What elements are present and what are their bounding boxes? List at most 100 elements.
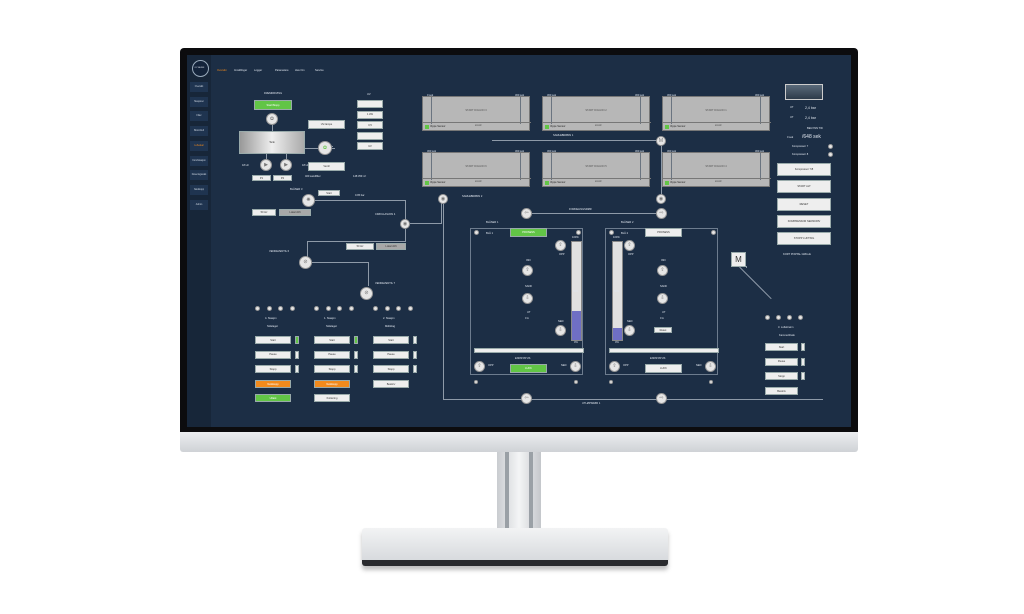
blower-status-button[interactable]: PROSESS <box>645 228 682 237</box>
pump-icon[interactable]: ▶ <box>280 159 292 171</box>
control-button-3[interactable]: KOMPRESSOR NEDSKRIV <box>777 214 831 228</box>
blower-icon[interactable]: ✺ <box>302 194 315 207</box>
station-extra-button[interactable]: Nødstopp <box>314 380 350 388</box>
down-button[interactable]: ⇩ <box>522 293 533 304</box>
station-pause-button[interactable]: Pause <box>255 350 291 359</box>
manual-mode-button[interactable]: M <box>731 252 746 267</box>
control-button-2[interactable]: RESET <box>777 197 831 211</box>
lower-button[interactable]: ⇩ <box>555 325 566 336</box>
blaser-mode[interactable]: Lokal drift <box>279 209 311 216</box>
corner-dot <box>709 380 713 384</box>
opp-label: OPP <box>623 364 629 367</box>
down-button[interactable]: ⇩ <box>657 293 668 304</box>
sidebar-item-7[interactable]: Nødstopp <box>190 184 208 195</box>
fan-icon[interactable]: ✿ <box>266 113 278 125</box>
station-extra-button[interactable]: Utløst <box>255 394 291 402</box>
sidebar-item-5[interactable]: Kombinasjon <box>190 155 208 166</box>
diagon-right-time: 300 sek <box>755 149 765 153</box>
uv-lamp-button[interactable]: UV-lampe <box>308 120 345 129</box>
valve-button[interactable]: Ventil <box>308 162 345 171</box>
station-indicator <box>798 315 803 320</box>
diagon-left-time: 300 sek <box>667 149 677 153</box>
blower-status-button[interactable]: PROSESS <box>510 228 547 237</box>
sidebar-item-3[interactable]: Brønnhull <box>190 126 208 137</box>
pump-icon[interactable]: ◉ <box>438 194 448 204</box>
valve-icon[interactable]: ⊘ <box>360 287 373 300</box>
station-button[interactable]: Start <box>765 343 798 351</box>
open-button[interactable]: ⇧ <box>609 361 620 372</box>
nav-tab-0[interactable]: Oversikt <box>217 69 227 72</box>
sidebar-item-4[interactable]: Lufteskal <box>190 140 208 151</box>
arrow-left-button[interactable]: ⇦ <box>521 208 532 219</box>
uv-label: UV <box>367 93 371 96</box>
sidebar-item-0[interactable]: Oversikt <box>190 82 208 92</box>
station-extra-button[interactable]: Beskriv <box>373 380 409 388</box>
fremdrift-button[interactable]: Start/Stopp <box>254 100 292 110</box>
station-pause-button[interactable]: Pause <box>314 350 350 359</box>
nav-tab-1[interactable]: Innstillinger <box>234 69 248 72</box>
reset-button[interactable]: Reset <box>654 327 672 333</box>
close-button[interactable]: ⇩ <box>705 361 716 372</box>
sidebar-item-1[interactable]: Stasjoner <box>190 96 208 107</box>
station-button[interactable]: Stopp <box>765 372 798 380</box>
endstatus-button[interactable]: LUKK <box>645 364 682 373</box>
station-stopp-button[interactable]: Stopp <box>255 365 291 373</box>
sidebar-item-8[interactable]: Admin <box>190 199 208 210</box>
endstatus-button[interactable]: LUKK <box>510 364 547 373</box>
station-indicator <box>278 306 283 311</box>
close-button[interactable]: ⇩ <box>570 361 581 372</box>
station-indicator <box>337 306 342 311</box>
blaser-setpoint[interactable]: 50 Hz <box>252 209 276 216</box>
nav-tab-4[interactable]: Hva Om <box>295 69 305 72</box>
nav-tab-2[interactable]: Logger <box>254 69 263 72</box>
station-extra-button[interactable]: Nødstopp <box>255 380 291 388</box>
station-stopp-button[interactable]: Stopp <box>314 365 350 373</box>
station-extra-button[interactable]: Kvittering <box>314 394 350 402</box>
pump-a-button[interactable]: P1 <box>252 175 271 181</box>
nav-tab-3[interactable]: Parametere <box>275 69 289 72</box>
sensor-label: Vippe Sensor <box>670 181 686 184</box>
sidebar-item-2[interactable]: Filter <box>190 111 208 122</box>
station-extra-button[interactable]: Beskriv <box>765 387 798 395</box>
pipe <box>746 267 747 268</box>
pump-b-button[interactable]: P2 <box>273 175 292 181</box>
arrow-left-button[interactable]: ⇦ <box>521 393 532 404</box>
raise-button[interactable]: ⇧ <box>624 240 635 251</box>
station-start-button[interactable]: Start <box>373 336 409 344</box>
blaser-start-button[interactable]: Start <box>318 190 340 196</box>
pipe <box>307 241 308 261</box>
station-stopp-button[interactable]: Stopp <box>373 365 409 373</box>
raise-button[interactable]: ⇧ <box>555 240 566 251</box>
pump-icon[interactable]: M <box>656 136 666 146</box>
nav-tab-5[interactable]: Service <box>315 69 324 72</box>
diagon-state: STOPP <box>475 181 482 183</box>
arrow-right-button[interactable]: ⇨ <box>656 393 667 404</box>
sidebar-item-6[interactable]: Doseringsvakt <box>190 170 208 181</box>
open-button[interactable]: ⇧ <box>474 361 485 372</box>
circ-pump-icon[interactable]: ◉ <box>400 219 410 229</box>
circ-mode[interactable]: Lokal drift <box>376 243 406 250</box>
sensor-label: Vippe Sensor <box>550 125 566 128</box>
control-button-1[interactable]: START ALT <box>777 180 831 194</box>
up-button[interactable]: ⇧ <box>657 265 668 276</box>
valve-icon[interactable]: ⊘ <box>299 256 312 269</box>
station-start-button[interactable]: Start <box>255 336 291 344</box>
station-start-button[interactable]: Start <box>314 336 350 344</box>
control-button-0[interactable]: Kompressor 7/8 <box>777 163 831 176</box>
pump-icon[interactable]: ▶ <box>260 159 272 171</box>
station-pause-button[interactable]: Pause <box>373 350 409 359</box>
pump-icon[interactable]: ◉ <box>656 194 666 204</box>
lower-button[interactable]: ⇩ <box>624 325 635 336</box>
control-button-4[interactable]: STOPP LUFTING <box>777 232 831 246</box>
up-button[interactable]: ⇧ <box>522 265 533 276</box>
arrow-right-button[interactable]: ⇨ <box>656 208 667 219</box>
green-fan-icon[interactable]: ✿ <box>318 141 332 155</box>
station-button[interactable]: Pause <box>765 357 798 366</box>
circ-setpoint[interactable]: 50 Hz <box>346 243 374 250</box>
